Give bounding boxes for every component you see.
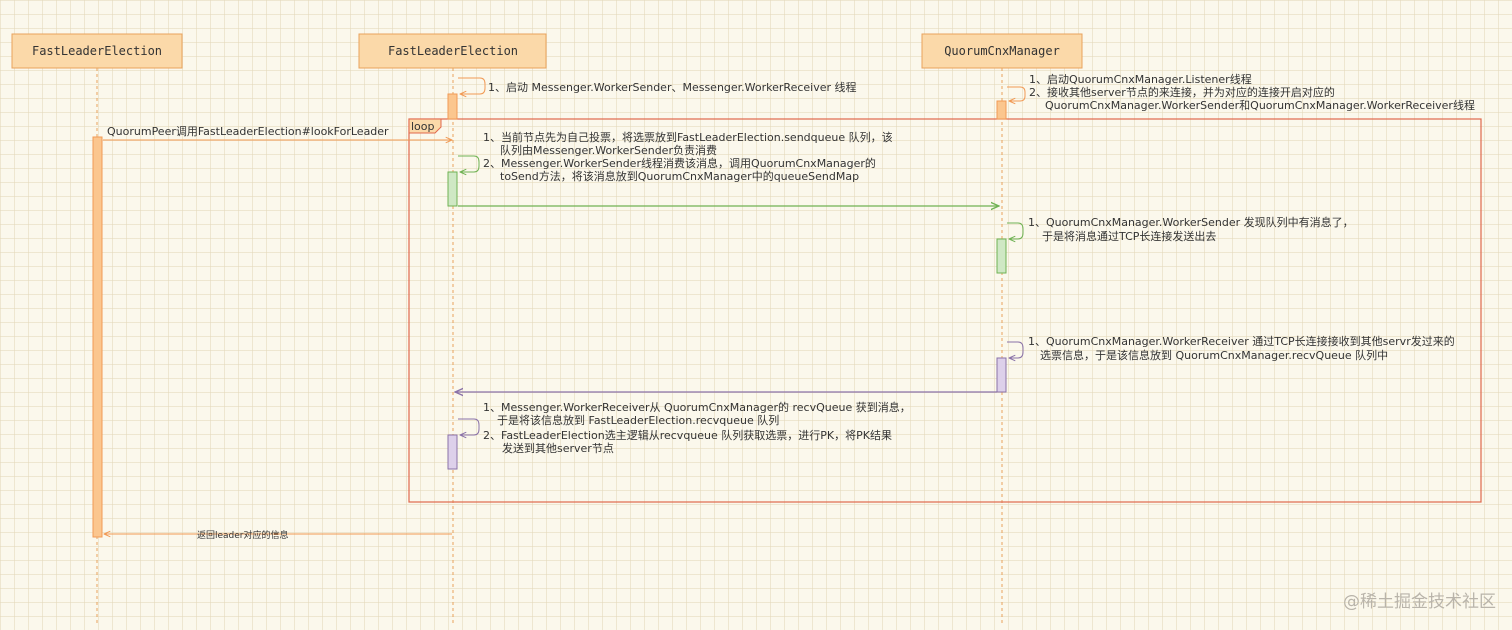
svg-text:QuorumCnxManager.WorkerSender和: QuorumCnxManager.WorkerSender和QuorumCnxM… xyxy=(1045,98,1475,112)
svg-text:1、QuorumCnxManager.WorkerSende: 1、QuorumCnxManager.WorkerSender 发现队列中有消息… xyxy=(1028,215,1354,229)
note-worker-receiver: 1、QuorumCnxManager.WorkerReceiver 通过TCP长… xyxy=(1028,334,1455,362)
activation-bar-cnx-start xyxy=(996,100,1007,120)
note-worker-sender: 1、QuorumCnxManager.WorkerSender 发现队列中有消息… xyxy=(1028,215,1354,243)
participant-label: FastLeaderElection xyxy=(32,44,162,58)
self-call-worker-sender xyxy=(1007,222,1024,239)
watermark: @稀土掘金技术社区 xyxy=(1343,592,1496,612)
svg-text:2、FastLeaderElection选主逻辑从recvq: 2、FastLeaderElection选主逻辑从recvqueue 队列获取选… xyxy=(483,428,892,442)
activation-bar-recv xyxy=(447,434,458,470)
self-call-start-threads xyxy=(458,77,486,94)
svg-text:发送到其他server节点: 发送到其他server节点 xyxy=(502,441,614,455)
self-call-vote xyxy=(458,155,480,172)
svg-text:于是将该信息放到 FastLeaderElection.re: 于是将该信息放到 FastLeaderElection.recvqueue 队列 xyxy=(497,413,779,427)
self-call-recv xyxy=(458,418,480,435)
svg-text:1、启动QuorumCnxManager.Listener线: 1、启动QuorumCnxManager.Listener线程 xyxy=(1029,72,1252,86)
activation-bar-send xyxy=(447,171,458,207)
activation-bar-worker-receiver xyxy=(996,357,1007,393)
participant-label: FastLeaderElection xyxy=(388,44,518,58)
self-call-worker-receiver xyxy=(1007,341,1024,358)
activation-bar-main xyxy=(92,136,103,538)
svg-text:2、接收其他server节点的来连接，并为对应的连接开启对应: 2、接收其他server节点的来连接，并为对应的连接开启对应的 xyxy=(1029,85,1335,99)
participant-quorum-cnx-manager[interactable]: QuorumCnxManager xyxy=(921,33,1083,69)
note-vote-self: 1、当前节点先为自己投票，将选票放到FastLeaderElection.sen… xyxy=(483,130,893,183)
loop-frame: loop xyxy=(408,118,1482,503)
loop-label: loop xyxy=(411,120,435,133)
svg-text:2、Messenger.WorkerSender线程消费该消: 2、Messenger.WorkerSender线程消费该消息，调用Quorum… xyxy=(483,156,876,170)
activation-bar-worker-sender xyxy=(996,238,1007,274)
self-call-cnx-start xyxy=(1007,86,1026,101)
note-cnx-manager: 1、启动QuorumCnxManager.Listener线程 2、接收其他se… xyxy=(1029,72,1475,112)
svg-text:于是将消息通过TCP长连接发送出去: 于是将消息通过TCP长连接发送出去 xyxy=(1042,229,1216,243)
svg-text:toSend方法，将该消息放到QuorumCnxManage: toSend方法，将该消息放到QuorumCnxManager中的queueSe… xyxy=(500,169,859,183)
participant-fast-leader-election-1[interactable]: FastLeaderElection xyxy=(11,33,183,69)
svg-text:选票信息，于是该信息放到 QuorumCnxManager.: 选票信息，于是该信息放到 QuorumCnxManager.recvQueue … xyxy=(1040,348,1388,362)
svg-text:队列由Messenger.WorkerSender负责消费: 队列由Messenger.WorkerSender负责消费 xyxy=(500,143,717,157)
svg-text:1、当前节点先为自己投票，将选票放到FastLeaderEl: 1、当前节点先为自己投票，将选票放到FastLeaderElection.sen… xyxy=(483,130,893,144)
note-start-threads: 1、启动 Messenger.WorkerSender、Messenger.Wo… xyxy=(488,80,857,94)
svg-text:1、QuorumCnxManager.WorkerRecei: 1、QuorumCnxManager.WorkerReceiver 通过TCP长… xyxy=(1028,334,1455,348)
activation-bar-start xyxy=(447,93,458,120)
participant-label: QuorumCnxManager xyxy=(944,44,1060,58)
message-return: 返回leader对应的信息 xyxy=(197,529,289,541)
svg-text:1、Messenger.WorkerReceiver从 Qu: 1、Messenger.WorkerReceiver从 QuorumCnxMan… xyxy=(483,400,911,414)
participant-fast-leader-election-2[interactable]: FastLeaderElection xyxy=(358,33,547,69)
message-call: QuorumPeer调用FastLeaderElection#lookForLe… xyxy=(107,125,389,138)
note-recv-queue: 1、Messenger.WorkerReceiver从 QuorumCnxMan… xyxy=(483,400,911,455)
